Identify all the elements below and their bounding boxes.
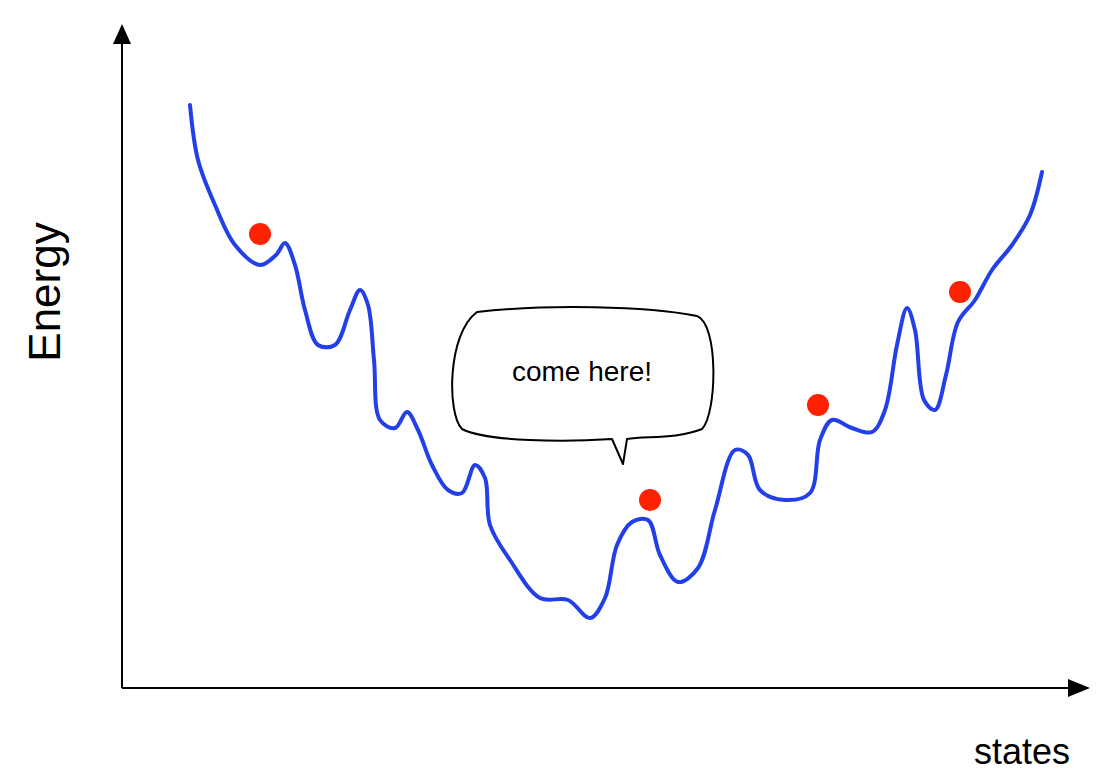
- y-axis-arrowhead: [113, 24, 131, 44]
- speech-bubble: come here!: [447, 304, 718, 441]
- state-ball: [639, 489, 661, 511]
- axis-label: states: [974, 734, 1070, 770]
- x-axis-arrowhead: [1068, 679, 1090, 697]
- state-ball: [249, 223, 271, 245]
- state-ball: [949, 281, 971, 303]
- energy-curve: [190, 105, 1042, 618]
- x-axis: [122, 687, 1075, 689]
- state-ball: [807, 394, 829, 416]
- bubble-text: come here!: [512, 356, 652, 388]
- axis-label: Energy: [23, 222, 67, 361]
- y-axis: [121, 28, 123, 688]
